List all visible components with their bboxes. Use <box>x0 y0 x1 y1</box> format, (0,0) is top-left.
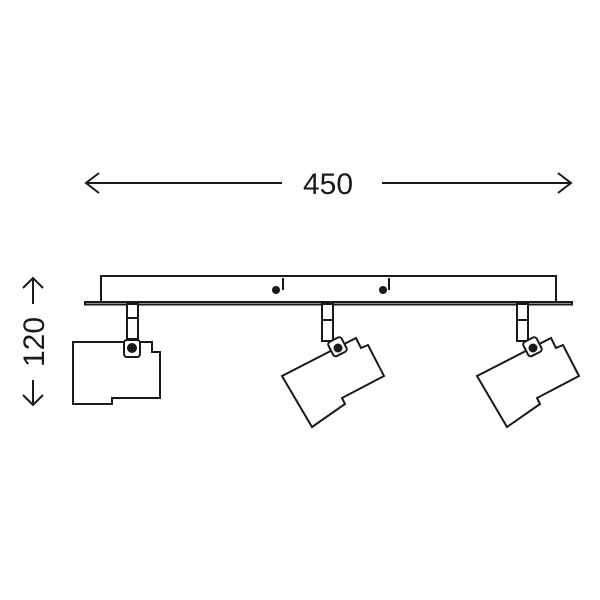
rail-body <box>100 275 557 303</box>
spotlight-3-stem <box>516 303 529 342</box>
spotlight-2-head <box>280 336 386 429</box>
spotlight-1-joint <box>123 339 141 358</box>
spotlight-3-joint <box>522 336 543 358</box>
screw-slot-right <box>379 278 390 294</box>
spotlight-2 <box>280 303 386 429</box>
spotlight-2-joint <box>327 336 348 358</box>
height-arrow-top-head <box>22 276 44 289</box>
height-dimension: 120 <box>18 276 51 407</box>
width-label: 450 <box>303 168 353 201</box>
width-arrow-left-head <box>84 172 100 194</box>
spotlight-1-stem <box>126 303 139 340</box>
height-arrow-bottom-head <box>22 394 44 407</box>
spotlight-2-stem <box>321 303 334 342</box>
height-label: 120 <box>18 317 51 367</box>
spotlight-3 <box>475 303 581 429</box>
mounting-rail <box>84 275 573 306</box>
width-dimension: 450 <box>84 168 573 201</box>
screw-slot-left <box>272 278 284 294</box>
spotlight-3-head <box>475 336 581 429</box>
spotlight-1 <box>72 303 161 405</box>
spotlight-1-head <box>72 341 161 405</box>
width-arrow-right-head <box>557 172 573 194</box>
